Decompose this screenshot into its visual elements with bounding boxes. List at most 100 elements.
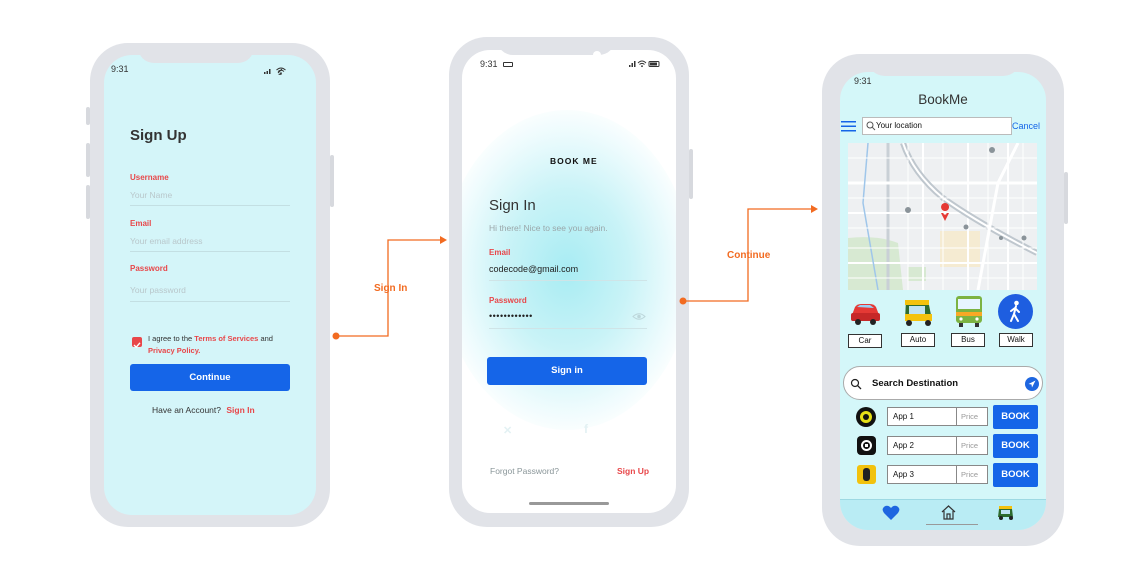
home-indicator (529, 502, 609, 505)
app1-logo-icon (856, 407, 876, 427)
flow-label-continue: Continue (727, 250, 771, 261)
divider (130, 205, 290, 206)
cancel-button[interactable]: Cancel (1012, 121, 1041, 131)
volume-up-button (86, 143, 90, 177)
email-input[interactable]: Your email address (130, 236, 203, 246)
map-view[interactable] (848, 143, 1037, 290)
flow-label-sign-in: Sign In (374, 283, 408, 294)
terms-text: I agree to the Terms of Services and Pri… (148, 333, 288, 357)
navigate-icon[interactable] (1025, 377, 1039, 391)
sign-in-link[interactable]: Sign In (226, 405, 255, 415)
auto-rickshaw-icon[interactable] (901, 294, 935, 328)
app2-name-field: App 2 (887, 436, 957, 455)
eye-icon[interactable] (632, 312, 646, 321)
app2-logo-icon (857, 436, 876, 455)
page-title: Sign In (489, 197, 536, 214)
notch (138, 43, 254, 63)
username-label: Username (130, 173, 169, 182)
side-button (86, 107, 90, 125)
flow-arrow-1 (332, 236, 447, 340)
power-button (689, 149, 693, 199)
twitter-icon[interactable]: ✕ (503, 425, 513, 437)
email-input[interactable]: codecode@gmail.com (489, 264, 579, 274)
app2-price-field[interactable]: Price (956, 436, 988, 455)
walk-icon[interactable] (998, 294, 1033, 329)
vehicle-label-auto[interactable]: Auto (901, 333, 935, 347)
divider (489, 280, 647, 281)
battery-icon (503, 62, 513, 67)
signin-phone-frame: 9:31 BOOK ME Sign In Hi there! Nice to s… (449, 37, 693, 527)
app1-price-field[interactable]: Price (956, 407, 988, 426)
continue-button[interactable]: Continue (130, 364, 290, 391)
username-input[interactable]: Your Name (130, 190, 173, 200)
status-time: 9:31 (111, 64, 129, 74)
subtitle: Hi there! Nice to see you again. (489, 223, 608, 233)
bookme-screen: 9:31 BookMe Your location Cancel (840, 72, 1046, 530)
power-button (330, 155, 334, 207)
auto-rickshaw-nav-icon[interactable] (997, 504, 1015, 521)
vehicle-label-bus[interactable]: Bus (951, 333, 985, 347)
vehicle-label-walk[interactable]: Walk (999, 333, 1033, 347)
app2-book-button[interactable]: BOOK (993, 434, 1038, 458)
divider (130, 251, 290, 252)
arrow-glyph (1028, 380, 1036, 388)
email-label: Email (130, 219, 152, 228)
app3-price-field[interactable]: Price (956, 465, 988, 484)
app3-logo-icon (857, 465, 876, 484)
location-search-text: Your location (876, 121, 922, 130)
home-indicator (926, 524, 978, 525)
terms-link[interactable]: Terms of Services (194, 334, 259, 343)
signup-phone-frame: 9:31 Sign Up Username Your Name Email Yo… (86, 43, 334, 527)
signal-wifi-icon (264, 67, 286, 75)
search-icon (866, 121, 876, 131)
destination-search-text: Search Destination (872, 378, 959, 389)
sign-in-button[interactable]: Sign in (487, 357, 647, 385)
email-label: Email (489, 248, 511, 257)
checkmark-icon (133, 342, 141, 349)
divider (489, 328, 647, 329)
facebook-icon[interactable]: f (584, 422, 588, 436)
search-icon (850, 378, 862, 390)
have-account-label: Have an Account? (152, 405, 221, 415)
car-icon[interactable] (849, 295, 881, 327)
signal-wifi-battery-icon (629, 60, 660, 68)
password-input[interactable]: •••••••••••• (489, 311, 533, 321)
vehicle-label-car[interactable]: Car (848, 334, 882, 348)
app1-book-button[interactable]: BOOK (993, 405, 1038, 429)
notch (497, 37, 615, 55)
signup-screen: 9:31 Sign Up Username Your Name Email Yo… (104, 55, 316, 515)
agree-and: and (258, 334, 273, 343)
pedestrian-glyph (1010, 300, 1020, 322)
flow-arrow-2 (679, 205, 818, 305)
bookme-phone-frame: 9:31 BookMe Your location Cancel (822, 54, 1068, 546)
home-icon[interactable] (940, 504, 957, 521)
signin-screen: 9:31 BOOK ME Sign In Hi there! Nice to s… (462, 50, 676, 513)
page-title: Sign Up (130, 127, 187, 144)
bus-icon[interactable] (953, 293, 985, 329)
app3-book-button[interactable]: BOOK (993, 463, 1038, 487)
bottom-nav (840, 499, 1046, 530)
password-input[interactable]: Your password (130, 285, 186, 295)
agree-prefix: I agree to the (148, 334, 195, 343)
volume-down-button (86, 185, 90, 219)
menu-icon[interactable] (841, 120, 857, 133)
brand-logo-text: BOOK ME (550, 156, 598, 166)
agree-checkbox[interactable] (132, 337, 142, 349)
status-time: 9:31 (854, 76, 872, 86)
destination-search[interactable]: Search Destination (843, 366, 1043, 400)
heart-icon[interactable] (882, 505, 900, 521)
power-button (1064, 172, 1068, 224)
status-time: 9:31 (480, 59, 498, 69)
password-label: Password (130, 264, 168, 273)
street-map (848, 143, 1037, 290)
privacy-link[interactable]: Privacy Policy. (148, 346, 201, 355)
forgot-password-link[interactable]: Forgot Password? (490, 466, 559, 476)
have-account-text: Have an Account? Sign In (152, 405, 255, 415)
camera-dot (593, 51, 601, 59)
notch (867, 54, 1021, 76)
location-search-input[interactable]: Your location (862, 117, 1012, 135)
divider (130, 301, 290, 302)
sign-up-link[interactable]: Sign Up (617, 466, 650, 476)
password-label: Password (489, 296, 527, 305)
